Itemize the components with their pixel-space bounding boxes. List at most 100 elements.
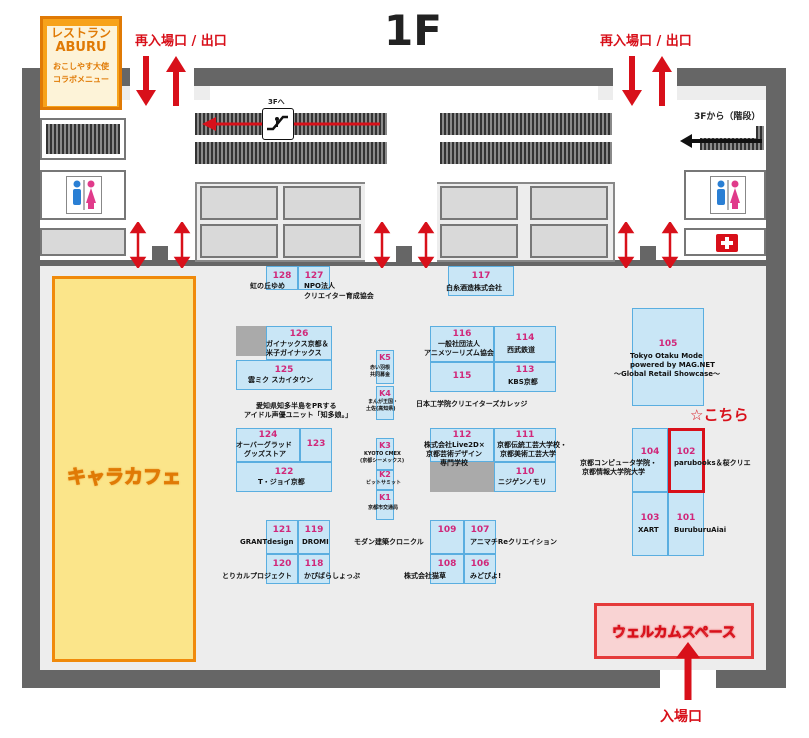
arrow-up-icon [676, 642, 700, 700]
booth-name: アニマチReクリエイション [470, 538, 557, 546]
highlight-box [668, 428, 705, 493]
booth-125[interactable] [236, 360, 332, 390]
booth-number: 120 [272, 559, 292, 569]
booth-124[interactable] [236, 428, 300, 462]
booth-number: 115 [452, 371, 472, 381]
booth-k5[interactable] [376, 350, 394, 384]
booth-number: 125 [274, 365, 294, 375]
booth-114[interactable] [494, 326, 556, 362]
booth-119[interactable] [298, 520, 330, 554]
booth-number: 114 [515, 333, 535, 343]
restroom-icon [710, 176, 746, 214]
booth-110[interactable] [494, 462, 556, 492]
booth-note: 日本工学院クリエイターズカレッジ [416, 400, 528, 408]
booth-117[interactable] [448, 266, 514, 296]
booth-k4[interactable] [376, 386, 394, 420]
booth-118[interactable] [298, 554, 330, 584]
booth-115[interactable] [430, 362, 494, 392]
booth-113[interactable] [494, 362, 556, 392]
booth-name: 京都芸術デザイン [426, 450, 482, 458]
arrow-updown-icon [617, 222, 679, 268]
chara-cafe-area: キャラカフェ [52, 276, 196, 662]
booth-120[interactable] [266, 554, 298, 584]
booth-name: (京都シーメックス) [360, 458, 405, 464]
booth-name: ビットサミット [366, 480, 402, 486]
booth-name: 西武鉄道 [507, 346, 535, 354]
booth-number: 107 [470, 525, 490, 535]
booth-number: 104 [640, 447, 660, 457]
reentry-exit-label-right: 再入場口 / 出口 [600, 34, 692, 49]
booth-number: 116 [452, 329, 472, 339]
booth-note: アイドル声優ユニット「知多娘。」 [244, 411, 353, 419]
escalator-icon [262, 108, 294, 140]
booth-name: ガイナックス京都＆ [266, 340, 329, 348]
booth-name: 土佐(高知県) [366, 406, 396, 412]
booth-name: BuruburuAiai [674, 526, 727, 534]
booth-number: 102 [676, 447, 696, 457]
booth-note: 愛知県知多半島をPRする [256, 402, 337, 410]
booth-name: 虹の丘ゆめ [250, 282, 285, 290]
restaurant-box: レストラン ABURU おこしやす大使 コラボメニュー [40, 16, 122, 110]
booth-name: powered by MAG.NET [630, 361, 715, 369]
booth-name: みどぴよ! [470, 572, 502, 580]
booth-k3[interactable] [376, 438, 394, 470]
booth-name: 一般社団法人 [438, 340, 480, 348]
booth-name: KYOTO CMEX [364, 451, 401, 457]
booth-107[interactable] [464, 520, 496, 554]
booth-number: 128 [272, 271, 292, 281]
booth-123[interactable] [300, 428, 332, 462]
booth-number: 122 [274, 467, 294, 477]
booth-116[interactable] [430, 326, 494, 362]
welcome-space-label: ウェルカムスペース [612, 625, 737, 642]
entrance-label: 入場口 [660, 709, 702, 725]
booth-number: 124 [258, 430, 278, 440]
booth-number: K5 [379, 353, 391, 362]
reentry-exit-label-left: 再入場口 / 出口 [135, 34, 227, 49]
booth-111[interactable] [494, 428, 556, 462]
booth-number: 103 [640, 513, 660, 523]
booth-number: 109 [437, 525, 457, 535]
booth-101[interactable] [668, 492, 704, 556]
booth-name: NPO法人 [304, 282, 335, 290]
booth-name: 京都市交通局 [368, 505, 399, 511]
booth-k1[interactable] [376, 490, 394, 520]
booth-109[interactable] [430, 520, 464, 554]
booth-name: オーバーグラッド [236, 441, 292, 449]
booth-name: クリエイター育成協会 [304, 292, 374, 300]
booth-number: K2 [379, 470, 391, 479]
booth-127[interactable] [298, 266, 330, 290]
booth-103[interactable] [632, 492, 668, 556]
booth-108[interactable] [430, 554, 464, 584]
booth-122[interactable] [236, 462, 332, 492]
booth-name: 共同募金 [370, 372, 391, 378]
booth-name: 株式会社猫草 [404, 572, 446, 580]
restroom-icon [66, 176, 102, 214]
booth-k2[interactable] [376, 470, 394, 490]
booth-106[interactable] [464, 554, 496, 584]
booth-number: K3 [379, 441, 391, 450]
booth-126[interactable] [266, 326, 332, 360]
arrow-left-icon [680, 134, 762, 148]
booth-name: 京都美術工芸大学 [500, 450, 556, 458]
chara-cafe-label: キャラカフェ [66, 466, 181, 489]
booth-number: 112 [452, 430, 472, 440]
booth-number: K1 [379, 493, 391, 502]
booth-number: 108 [437, 559, 457, 569]
arrow-updown-icon [136, 56, 186, 106]
booth-105[interactable] [632, 308, 704, 406]
first-aid-icon [716, 234, 738, 252]
booth-name: まんが王国・ [368, 399, 399, 405]
booth-name: とりカルプロジェクト [222, 572, 292, 580]
booth-128[interactable] [266, 266, 298, 290]
booth-number: K4 [379, 389, 391, 398]
booth-number: 126 [289, 329, 309, 339]
booth-number: 123 [306, 439, 326, 449]
booth-number: 111 [515, 430, 535, 440]
booth-112[interactable] [430, 428, 494, 462]
booth-name: Tokyo Otaku Mode [630, 352, 703, 360]
booth-name: DROMI [302, 538, 329, 546]
booth-121[interactable] [266, 520, 298, 554]
booth-104[interactable] [632, 428, 668, 492]
booth-name: 専門学校 [440, 459, 468, 467]
booth-number: 110 [515, 467, 535, 477]
